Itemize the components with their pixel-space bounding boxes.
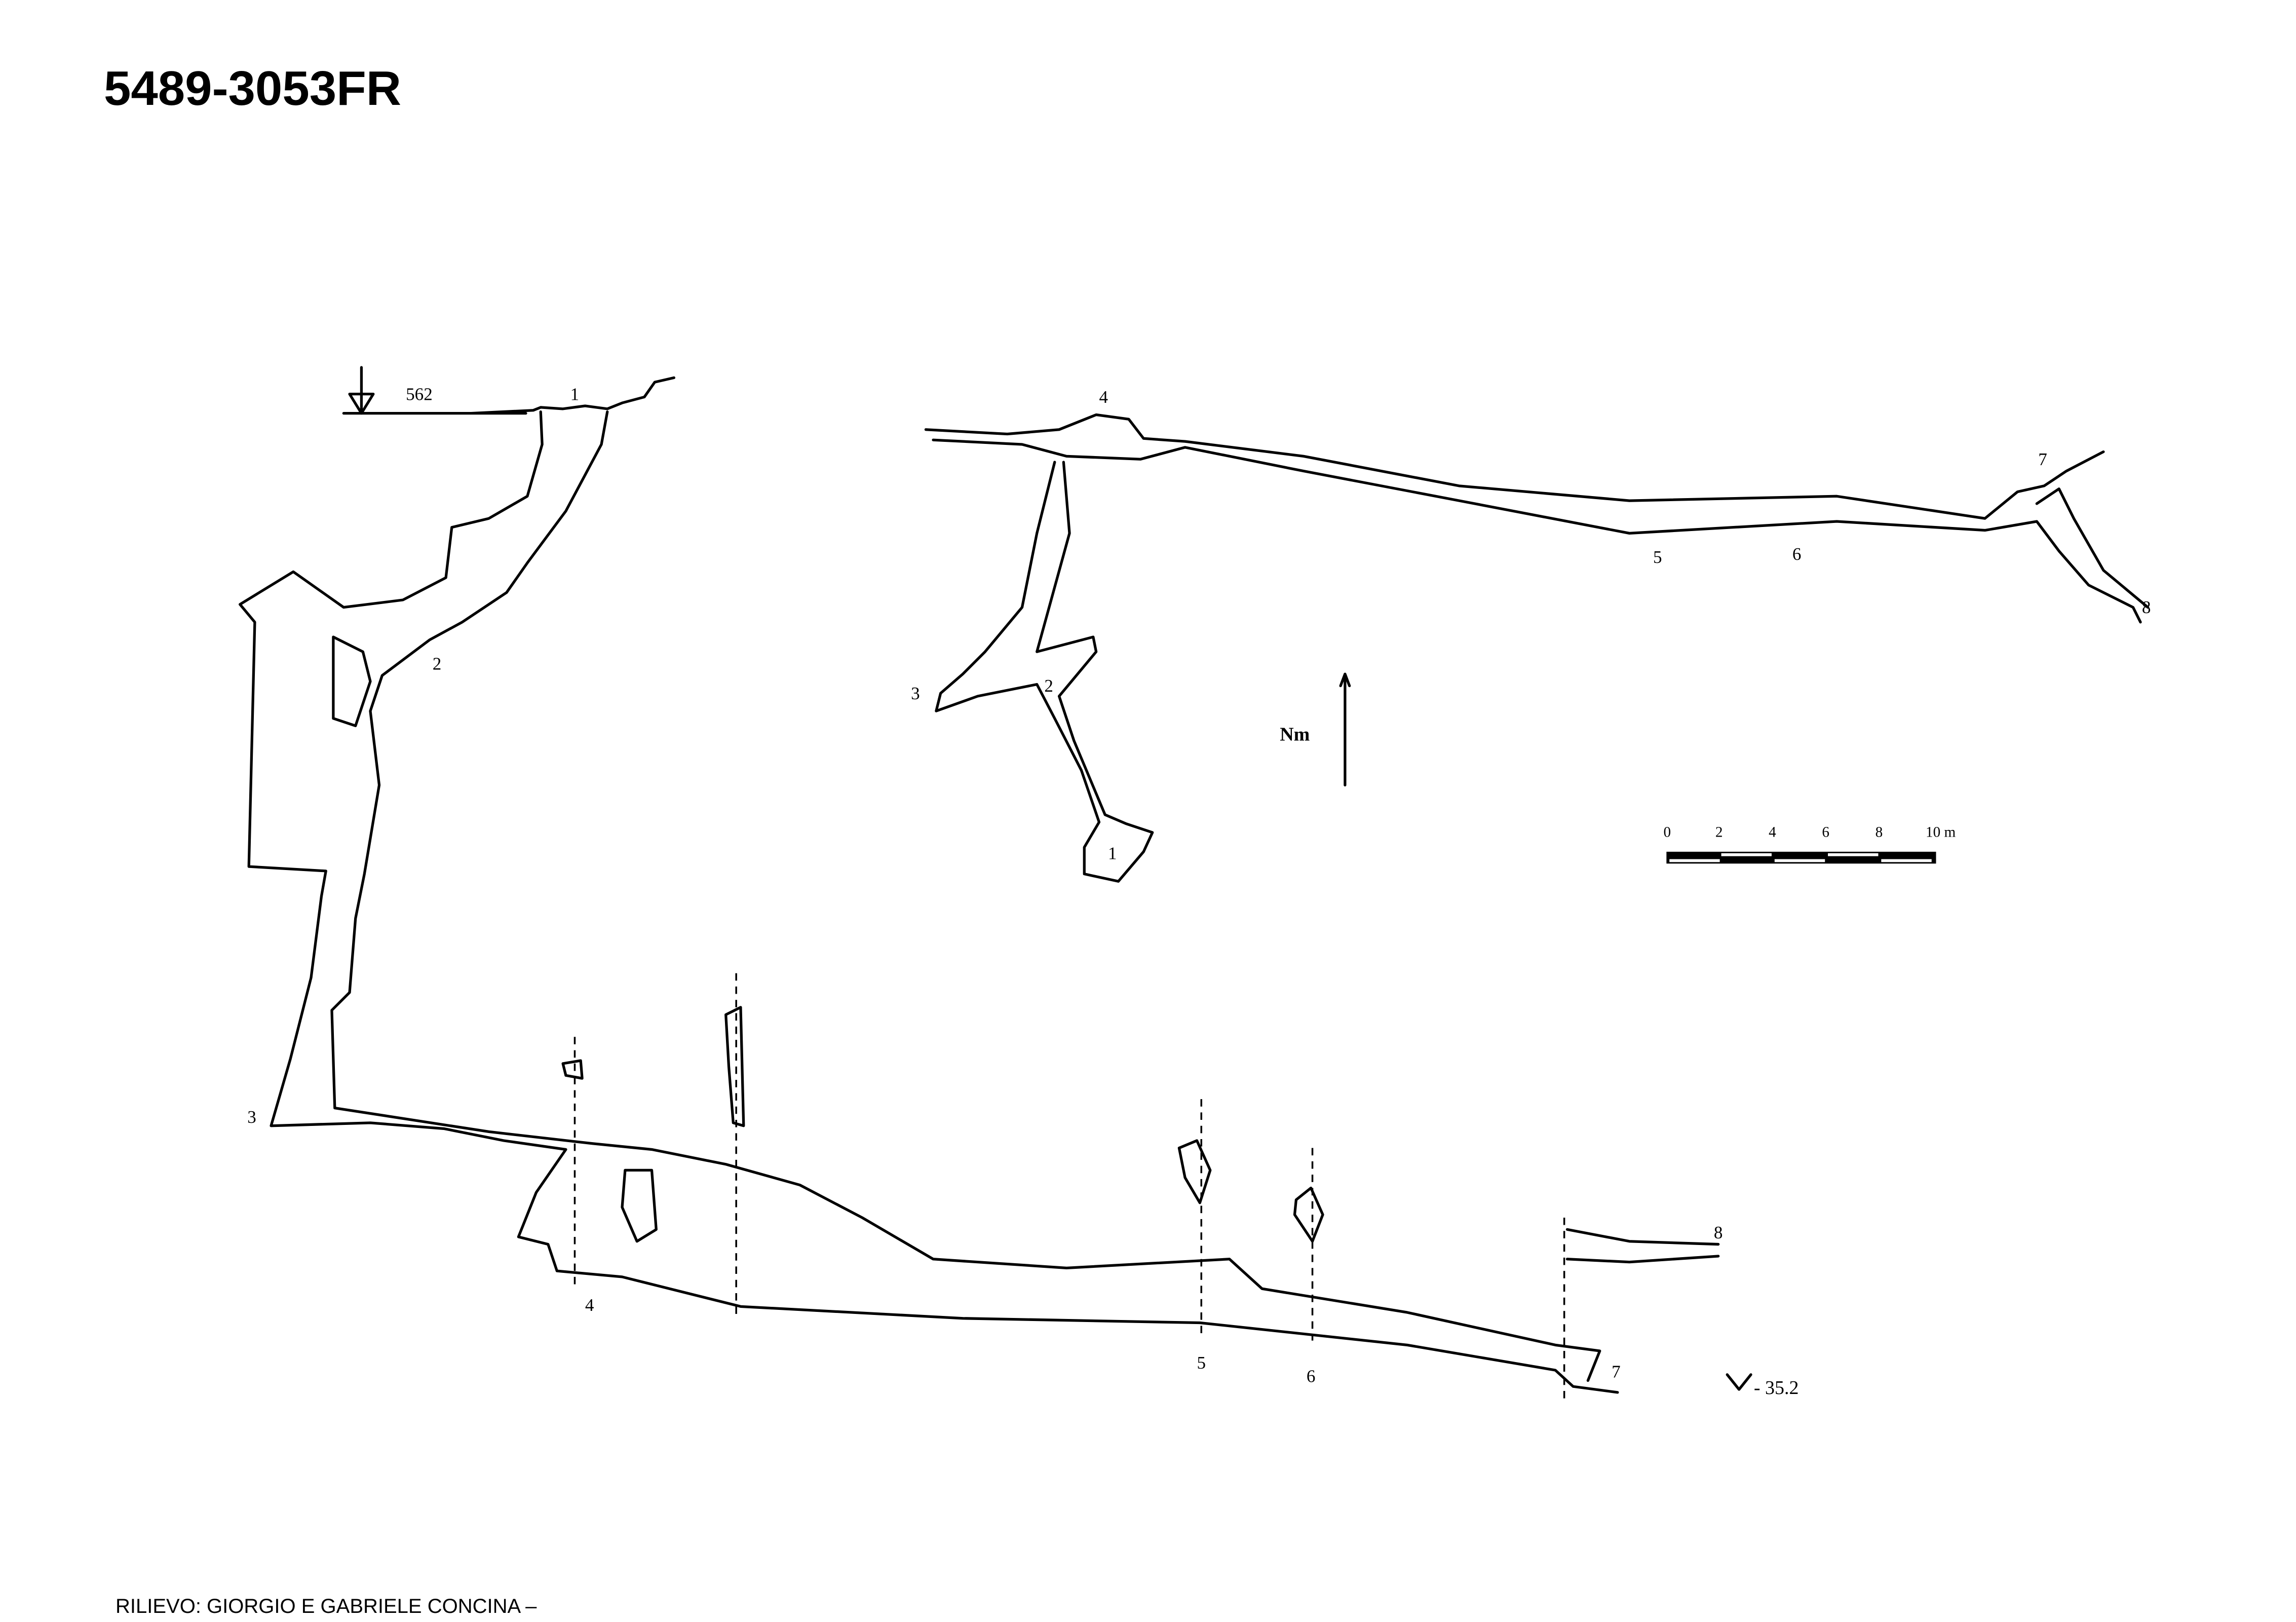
plan-station-3: 3 bbox=[911, 684, 920, 703]
plan-side-branch bbox=[935, 461, 1154, 883]
section-station-2: 2 bbox=[433, 654, 442, 673]
section-station-5: 5 bbox=[1197, 1353, 1206, 1373]
survey-title: 5489-3053FR bbox=[104, 61, 402, 116]
plan-wall-upper bbox=[924, 413, 2105, 520]
plan-station-2: 2 bbox=[1044, 676, 1053, 696]
scale-tick-0: 0 bbox=[1664, 824, 1671, 841]
section-branch-8 bbox=[1565, 1228, 1720, 1264]
plan-wall-lower bbox=[932, 438, 2142, 624]
section-station-3: 3 bbox=[247, 1107, 256, 1127]
scale-tick-4: 4 bbox=[1769, 824, 1776, 841]
section-station-4: 4 bbox=[585, 1295, 594, 1315]
section-pillar bbox=[621, 1168, 658, 1243]
section-station-8: 8 bbox=[1714, 1223, 1723, 1242]
section-station-6: 6 bbox=[1307, 1366, 1316, 1386]
section-station-1: 1 bbox=[570, 384, 580, 404]
plan-station-4: 4 bbox=[1099, 387, 1108, 407]
section-wall-left bbox=[239, 410, 1619, 1394]
scale-bar: 0 2 4 6 8 10 m bbox=[1664, 824, 1956, 864]
section-station-7: 7 bbox=[1612, 1362, 1621, 1382]
plan-branch-8 bbox=[2035, 487, 2150, 609]
plan-station-6: 6 bbox=[1792, 544, 1802, 564]
plan-station-7: 7 bbox=[2038, 449, 2047, 469]
scale-tick-6: 6 bbox=[1822, 824, 1829, 841]
depth-marker-icon bbox=[1726, 1373, 1752, 1391]
longitudinal-section: 562 1 2 3 4 5 6 7 8 - 35.2 bbox=[239, 366, 1799, 1400]
surface-line bbox=[342, 376, 675, 415]
north-arrow: Nm bbox=[1280, 672, 1351, 786]
scale-tick-10: 10 m bbox=[1926, 824, 1956, 841]
survey-credit: RILIEVO: GIORGIO E GABRIELE CONCINA – bbox=[116, 1595, 537, 1617]
plan-view: 4 5 6 7 8 3 2 1 bbox=[911, 387, 2151, 883]
cross-sections bbox=[561, 1006, 1324, 1243]
plan-station-1: 1 bbox=[1108, 844, 1117, 863]
scale-tick-2: 2 bbox=[1715, 824, 1723, 841]
plan-station-8: 8 bbox=[2142, 597, 2151, 617]
depth-label: - 35.2 bbox=[1754, 1377, 1799, 1399]
entrance-elevation-label: 562 bbox=[406, 384, 433, 404]
plan-station-5: 5 bbox=[1653, 547, 1662, 567]
section-pillar bbox=[332, 635, 372, 728]
scale-tick-8: 8 bbox=[1876, 824, 1883, 841]
section-wall-right bbox=[330, 410, 1601, 1382]
entrance-elevation-marker bbox=[348, 366, 375, 415]
north-label: Nm bbox=[1280, 724, 1310, 745]
cross-section-lines bbox=[573, 973, 1565, 1400]
